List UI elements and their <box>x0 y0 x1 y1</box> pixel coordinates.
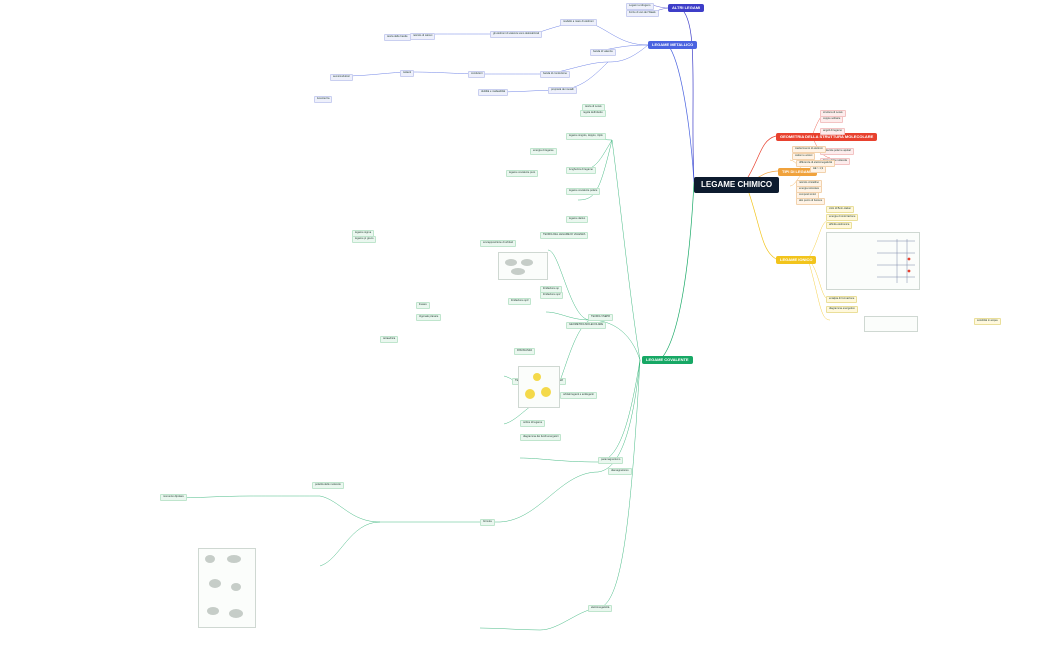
leaf-cov-6[interactable]: legame covalente puro <box>506 170 539 177</box>
leaf-met-3[interactable]: reticolo di cationi <box>410 33 436 40</box>
leaf-cov-20[interactable]: tetraedrica <box>380 336 399 343</box>
dipole-figure-image <box>198 548 256 628</box>
root-topic[interactable]: LEGAME CHIMICO <box>694 177 780 193</box>
leaf-cov-9[interactable]: TEORIA DEL LEGAME DI VALENZA <box>540 232 589 239</box>
leaf-ion-2[interactable]: cationi e anioni <box>792 153 816 160</box>
leaf-met-4[interactable]: teoria delle bande <box>384 34 411 41</box>
energy-levels-chart-image <box>826 232 920 290</box>
leaf-idr-4[interactable]: entalpia di formazione <box>826 296 858 303</box>
leaf-str-3[interactable]: angoli di legame <box>820 128 845 135</box>
leaf-met-1[interactable]: modello a mare di elettroni <box>560 19 597 26</box>
leaf-cov-21[interactable]: RISONANZA <box>514 348 536 355</box>
leaf-idr-5[interactable]: diagramma energetico <box>826 306 858 313</box>
leaf-cov-18[interactable]: lineare <box>416 302 430 309</box>
leaf-cov-29[interactable]: polarità delle molecole <box>312 482 344 489</box>
leaf-cov-27[interactable]: diamagnetismo <box>608 468 632 475</box>
formula-image <box>864 316 918 332</box>
leaf-cov-28[interactable]: formula <box>480 519 495 526</box>
leaf-cov-17[interactable]: GEOMETRIA MOLECOLARE <box>566 322 607 329</box>
branch-altri-legami[interactable]: ALTRI LEGAMI <box>668 4 705 12</box>
leaf-cov-19[interactable]: trigonale planare <box>416 314 442 321</box>
leaf-cov-5[interactable]: lunghezza di legame <box>566 167 596 174</box>
molecule-geometry-image <box>518 366 560 408</box>
leaf-met-10[interactable]: proprietà dei metalli <box>548 87 577 94</box>
leaf-met-8[interactable]: isolanti <box>400 70 415 77</box>
leaf-cov-31[interactable]: elettronegatività <box>588 605 613 612</box>
leaf-cov-23[interactable]: orbitali leganti e antileganti <box>560 392 597 399</box>
branch-struttura-molecolare[interactable]: GEOMETRIA DELLA STRUTTURA MOLECOLARE <box>776 133 878 141</box>
leaf-cov-2[interactable]: regola dell'ottetto <box>580 110 606 117</box>
leaf-cov-8[interactable]: legame dativo <box>566 216 589 223</box>
leaf-cov-16[interactable]: TEORIA VSEPR <box>588 314 614 321</box>
leaf-cov-3[interactable]: legame singolo, doppio, triplo <box>566 133 606 140</box>
leaf-met-2[interactable]: gli elettroni di valenza sono delocalizz… <box>490 31 543 38</box>
branch-legame-metallico[interactable]: LEGAME METALLICO <box>648 41 698 49</box>
leaf-str-2[interactable]: coppie solitarie <box>820 116 844 123</box>
leaf-met-6[interactable]: banda di conduzione <box>540 71 570 78</box>
leaf-altri-2[interactable]: Forze di van der Waals <box>626 10 659 17</box>
leaf-cov-14[interactable]: ibridazione sp2 <box>540 292 564 299</box>
leaf-cov-15[interactable]: ibridazione sp3 <box>508 298 532 305</box>
leaf-altri-1[interactable]: Legami a idrogeno <box>626 3 654 10</box>
leaf-cov-7[interactable]: legame covalente polare <box>566 188 601 195</box>
leaf-cov-30[interactable]: momento dipolare <box>160 494 187 501</box>
leaf-ion-1[interactable]: trasferimento di elettroni <box>792 146 826 153</box>
leaf-idr-3[interactable]: affinità elettronica <box>826 222 853 229</box>
leaf-met-5[interactable]: banda di valenza <box>590 49 616 56</box>
leaf-met-12[interactable]: lucentezza <box>314 96 333 103</box>
leaf-met-7[interactable]: conduttori <box>468 71 486 78</box>
leaf-idr-6[interactable]: solubilità in acqua <box>974 318 1001 325</box>
leaf-idr-2[interactable]: energia di ionizzazione <box>826 214 859 221</box>
branch-tipi-di-legame[interactable]: TIPI DI LEGAME <box>778 168 817 176</box>
leaf-met-11[interactable]: duttilità e malleabilità <box>478 89 509 96</box>
leaf-cov-25[interactable]: diagramma dei livelli energetici <box>520 434 562 441</box>
leaf-ion-8[interactable]: alto punto di fusione <box>796 198 826 205</box>
leaf-cov-4[interactable]: energia di legame <box>530 148 557 155</box>
leaf-cov-10[interactable]: sovrapposizione di orbitali <box>480 240 516 247</box>
leaf-cov-12[interactable]: legame pi greco <box>352 236 377 243</box>
leaf-cov-24[interactable]: ordine di legame <box>520 420 546 427</box>
leaf-ion-4[interactable]: ΔE > 1,9 <box>810 166 827 173</box>
orbital-diagram-image <box>498 252 548 280</box>
leaf-met-9[interactable]: semiconduttori <box>330 74 353 81</box>
leaf-cov-26[interactable]: paramagnetismo <box>598 457 624 464</box>
branch-legame-ionico[interactable]: LEGAME IONICO <box>776 256 817 264</box>
leaf-idr-1[interactable]: ciclo di Born-Haber <box>826 206 855 213</box>
branch-legame-covalente[interactable]: LEGAME COVALENTE <box>642 356 693 364</box>
